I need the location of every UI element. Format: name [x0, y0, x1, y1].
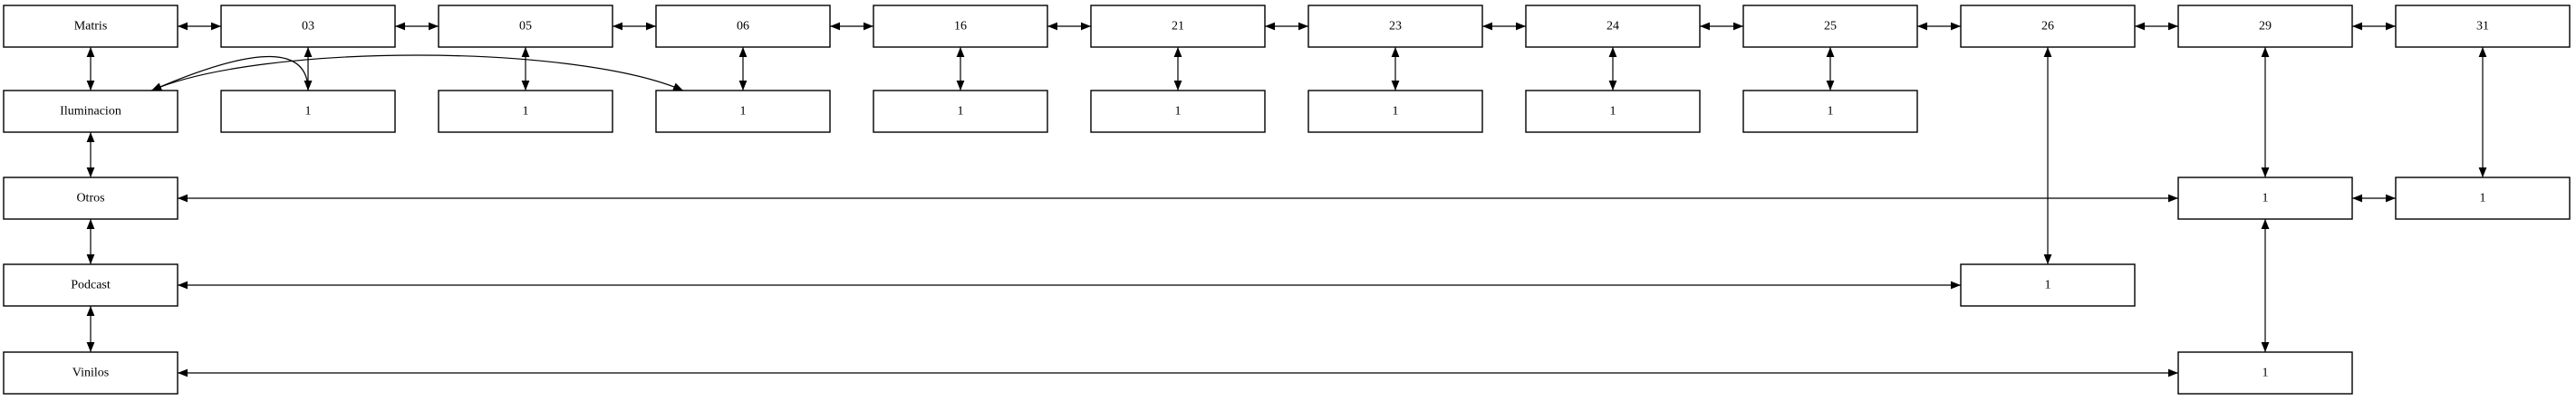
node-box [1090, 5, 1266, 48]
node-box [2395, 5, 2571, 48]
node-label: 1 [305, 105, 312, 119]
node-d05: 05 [438, 5, 613, 48]
node-box [1307, 5, 1483, 48]
node-box [3, 5, 178, 48]
node-box [1742, 90, 1918, 133]
node-box [655, 5, 831, 48]
node-box [2177, 351, 2353, 395]
node-label: 16 [954, 20, 967, 33]
node-c06: 1 [655, 90, 831, 133]
node-c24: 1 [1525, 90, 1701, 133]
node-c-podcast-26: 1 [1960, 263, 2136, 307]
node-label: Matris [74, 20, 108, 33]
node-d25: 25 [1742, 5, 1918, 48]
node-d06: 06 [655, 5, 831, 48]
node-c-otros-29: 1 [2177, 177, 2353, 220]
node-label: 1 [1175, 105, 1182, 119]
node-c23: 1 [1307, 90, 1483, 133]
node-box [1960, 263, 2136, 307]
node-box [873, 5, 1048, 48]
node-d29: 29 [2177, 5, 2353, 48]
node-box [1742, 5, 1918, 48]
node-otros: Otros [3, 177, 178, 220]
node-label: 25 [1824, 20, 1837, 33]
node-d21: 21 [1090, 5, 1266, 48]
node-box [3, 263, 178, 307]
node-label: 1 [523, 105, 529, 119]
node-box [1525, 5, 1701, 48]
node-label: 1 [2262, 192, 2269, 205]
node-matris: Matris [3, 5, 178, 48]
node-box [438, 90, 613, 133]
node-d23: 23 [1307, 5, 1483, 48]
node-label: Otros [76, 192, 104, 205]
node-label: 03 [302, 20, 314, 33]
node-c03: 1 [220, 90, 396, 133]
node-box [1307, 90, 1483, 133]
node-label: Podcast [71, 279, 111, 292]
node-label: 1 [1828, 105, 1834, 119]
node-c16: 1 [873, 90, 1048, 133]
node-box [2177, 5, 2353, 48]
edge-iluminacion-to-c06 [150, 54, 684, 91]
node-c21: 1 [1090, 90, 1266, 133]
node-label: 1 [958, 105, 964, 119]
edge-iluminacion-to-c03 [150, 55, 313, 91]
node-label: 06 [737, 20, 749, 33]
node-box [2177, 177, 2353, 220]
node-iluminacion: Iluminacion [3, 90, 178, 133]
node-d16: 16 [873, 5, 1048, 48]
edges-layer [86, 22, 2487, 377]
node-box [2395, 177, 2571, 220]
node-label: 1 [740, 105, 747, 119]
node-box [1960, 5, 2136, 48]
node-label: Iluminacion [60, 105, 121, 119]
node-box [1525, 90, 1701, 133]
node-d24: 24 [1525, 5, 1701, 48]
node-c-vinilos-29: 1 [2177, 351, 2353, 395]
node-label: 26 [2041, 20, 2054, 33]
node-d31: 31 [2395, 5, 2571, 48]
node-box [3, 177, 178, 220]
node-box [873, 90, 1048, 133]
node-label: 1 [1610, 105, 1616, 119]
node-box [3, 351, 178, 395]
node-label: 21 [1172, 20, 1184, 33]
node-label: 1 [2480, 192, 2486, 205]
node-box [220, 90, 396, 133]
node-label: 1 [2262, 367, 2269, 380]
node-box [3, 90, 178, 133]
node-c-otros-31: 1 [2395, 177, 2571, 220]
node-label: 29 [2259, 20, 2272, 33]
node-box [220, 5, 396, 48]
node-label: 23 [1389, 20, 1402, 33]
node-label: 1 [1393, 105, 1399, 119]
node-c25: 1 [1742, 90, 1918, 133]
node-box [1090, 90, 1266, 133]
node-label: 1 [2045, 279, 2051, 292]
node-label: 24 [1606, 20, 1619, 33]
node-vinilos: Vinilos [3, 351, 178, 395]
node-podcast: Podcast [3, 263, 178, 307]
node-label: 31 [2476, 20, 2489, 33]
node-label: 05 [519, 20, 532, 33]
node-label: Vinilos [72, 367, 109, 380]
node-d03: 03 [220, 5, 396, 48]
node-box [655, 90, 831, 133]
node-box [438, 5, 613, 48]
node-c05: 1 [438, 90, 613, 133]
node-d26: 26 [1960, 5, 2136, 48]
